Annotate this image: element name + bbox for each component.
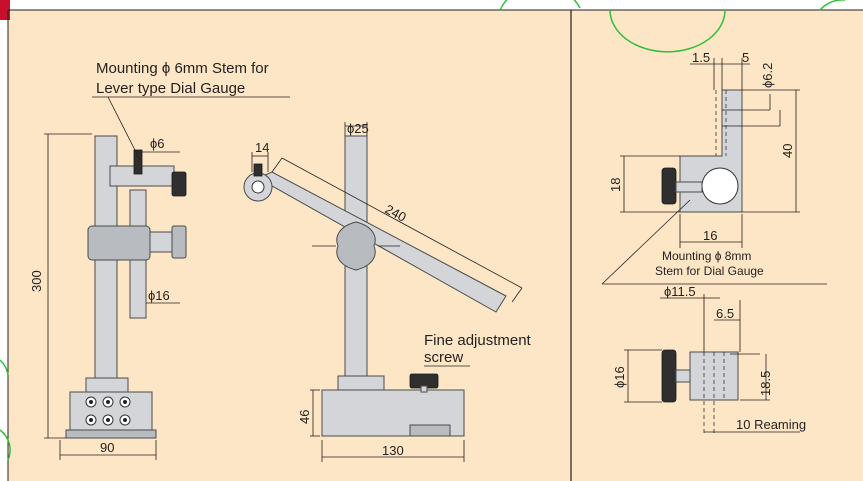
rt-dim-left-height: 18 — [608, 178, 623, 192]
bracket-hole — [701, 167, 739, 205]
left-dim-stem: ϕ6 — [150, 136, 165, 151]
right-bottom-view: ϕ11.5 6.5 ϕ16 18.5 10 Reaming — [612, 284, 806, 436]
left-small-stem — [133, 149, 143, 175]
left-base-screws — [85, 396, 131, 426]
left-callout-line1: Mounting ϕ 6mm Stem for — [96, 60, 269, 77]
left-dim-height: 300 — [29, 270, 44, 292]
left-clamp-block — [87, 225, 151, 261]
middle-dim-base-height: 46 — [297, 410, 312, 424]
rb-dim-4: 18.5 — [758, 371, 773, 396]
fine-adjust-shaft — [420, 385, 428, 393]
green-circle-arc-4 — [0, 359, 9, 376]
rb-dim-3: ϕ16 — [612, 366, 627, 388]
left-base-foot — [65, 429, 157, 439]
rt-dim-1: 1.5 — [692, 50, 710, 65]
left-clamp-knob — [171, 225, 187, 259]
rt-callout-line1: Mounting ϕ 8mm — [662, 249, 751, 263]
left-dim-rod: ϕ16 — [148, 288, 170, 303]
middle-dim-head: 14 — [255, 140, 269, 155]
left-dim-base-width: 90 — [100, 440, 114, 455]
rb-dim-1: ϕ11.5 — [664, 284, 696, 299]
green-circle-arc-1 — [499, 0, 581, 11]
middle-dim-base-width: 130 — [382, 443, 404, 458]
green-circle-arc-3 — [819, 0, 845, 11]
block-knob-shaft — [675, 369, 691, 383]
rt-dim-width: 16 — [703, 228, 717, 243]
fine-adjust-label-line1: Fine adjustment — [424, 332, 532, 349]
block-knob — [661, 349, 677, 403]
left-clamp-knob-shaft — [149, 231, 173, 253]
green-circle-arc-5 — [0, 429, 11, 461]
rt-dim-height: 40 — [780, 144, 795, 158]
bracket-knob — [661, 167, 677, 205]
middle-clamp-knob — [336, 221, 376, 271]
left-callout-line2: Lever type Dial Gauge — [96, 80, 245, 97]
rb-dim-2: 6.5 — [716, 306, 734, 321]
middle-base-recess — [409, 424, 451, 437]
fine-adjust-label-line2: screw — [424, 349, 463, 366]
middle-head-hole — [251, 180, 265, 194]
rb-dim-reaming: 10 Reaming — [736, 417, 806, 432]
middle-stand-view: ϕ25 14 240 46 130 Fine adjustment screw — [243, 121, 532, 462]
middle-head-stem — [253, 163, 263, 177]
red-corner-marker — [0, 0, 10, 20]
middle-dim-column: ϕ25 — [347, 121, 369, 136]
rt-dim-3: ϕ6.2 — [760, 63, 775, 88]
rt-dim-2: 5 — [742, 50, 749, 65]
left-stand-view: Mounting ϕ 6mm Stem for Lever type Dial … — [29, 60, 290, 460]
middle-arm — [256, 171, 507, 313]
bracket-knob-shaft — [675, 181, 703, 193]
green-circle-arc-2 — [609, 9, 726, 53]
left-stem-knob — [171, 171, 187, 197]
right-top-view: 1.5 5 ϕ6.2 40 18 16 Mounting ϕ 8mm Stem … — [601, 50, 800, 285]
rt-callout-line2: Stem for Dial Gauge — [655, 264, 764, 278]
